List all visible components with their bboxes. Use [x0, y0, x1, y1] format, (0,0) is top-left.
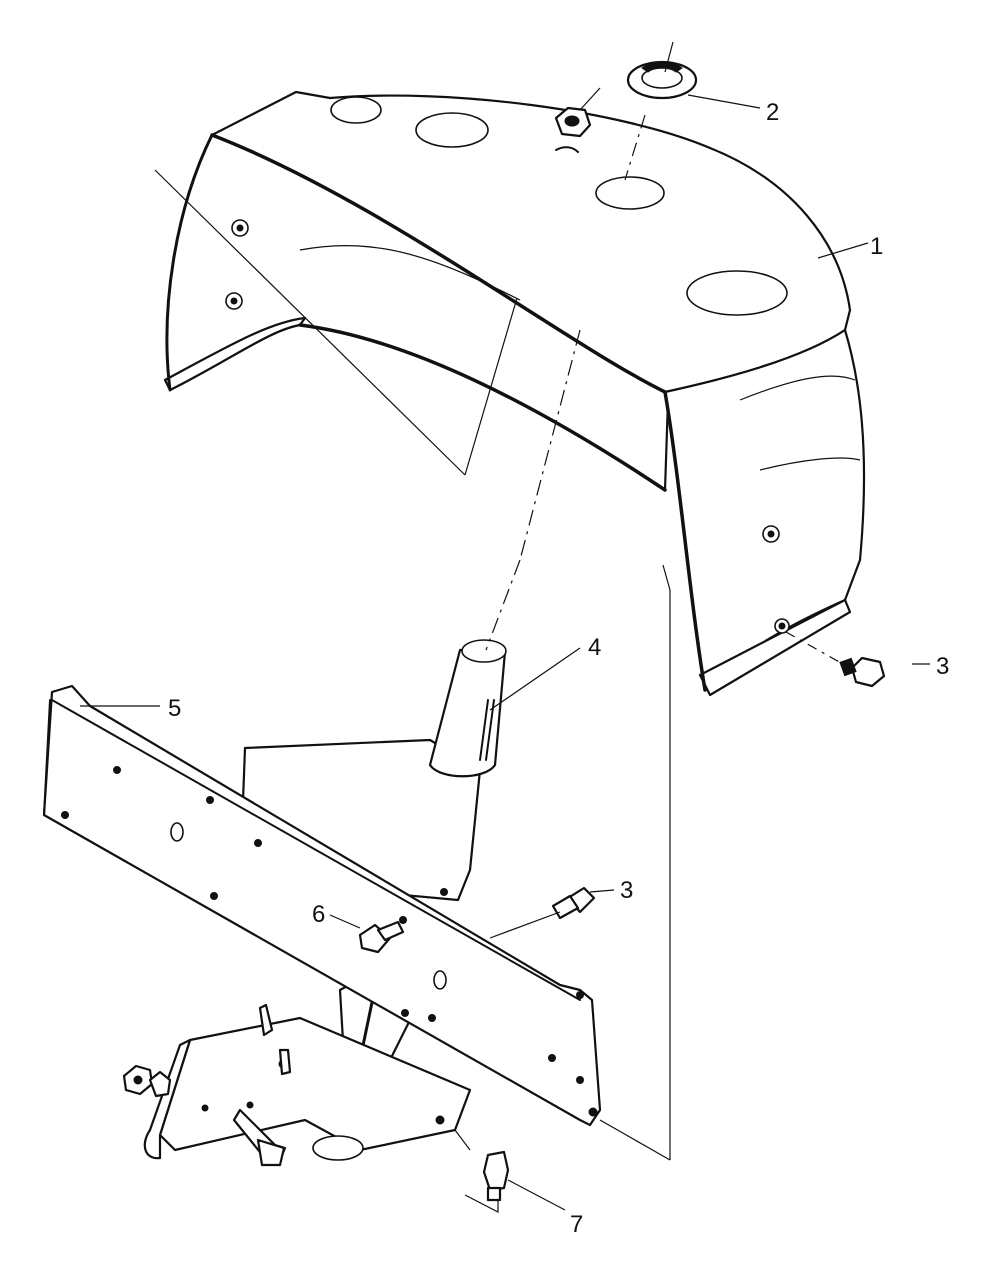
top-plug-fitting: [554, 106, 592, 153]
callout-7: 7: [570, 1211, 583, 1238]
front-plate-bracket: [42, 684, 602, 1127]
callout-6: 6: [312, 901, 325, 928]
leader-lines: [80, 41, 930, 1213]
nuts-left: [122, 1064, 172, 1098]
rubber-grommet: [626, 60, 698, 100]
callout-2: 2: [766, 99, 779, 126]
bolt-lower-bracket: [232, 1108, 287, 1167]
bolt-6: [358, 920, 405, 954]
callout-3-upper: 3: [936, 653, 949, 680]
bolt-3-upper: [839, 656, 886, 688]
hood-cowling: [163, 90, 866, 697]
callout-5: 5: [168, 695, 181, 722]
fitting-7: [482, 1150, 510, 1202]
callout-1: 1: [870, 233, 883, 260]
callout-4: 4: [588, 634, 601, 661]
callout-3-lower: 3: [620, 877, 633, 904]
callout-labels: 1 2 3 4 5 3 6 7: [168, 99, 949, 1238]
studs: [258, 1003, 292, 1076]
bolt-3-lower: [551, 886, 596, 920]
